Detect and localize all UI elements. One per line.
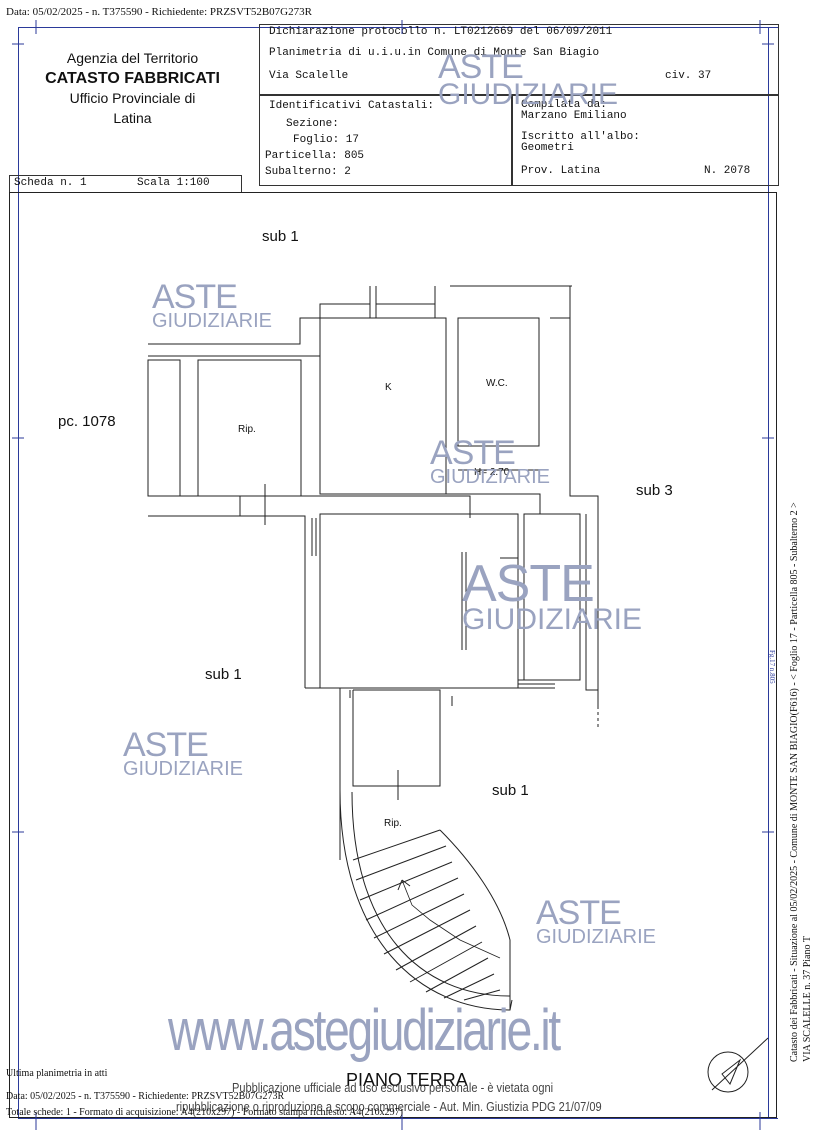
compilata-name: Marzano Emiliano: [521, 110, 627, 122]
scheda-scala: Scala 1:100: [137, 177, 210, 189]
compilata-prov: Prov. Latina: [521, 165, 601, 177]
label-pc: pc. 1078: [58, 413, 116, 430]
watermark-2: ASTE GIUDIZIARIE: [152, 278, 273, 332]
compilata-title: Compilata da:: [521, 99, 607, 111]
ident-sezione: Sezione:: [286, 118, 339, 130]
watermark-1: ASTE GIUDIZIARIE: [438, 48, 619, 111]
footer-ultima: Ultima planimetria in atti: [6, 1068, 108, 1079]
identificativi-box: [259, 94, 513, 186]
wm-aste-5: ASTE: [123, 726, 209, 764]
compass-icon: [707, 1037, 769, 1093]
watermark-3: ASTE GIUDIZIARIE: [430, 434, 551, 488]
agency-block: Agenzia del Territorio CATASTO FABBRICAT…: [30, 50, 235, 126]
label-k: K: [385, 382, 392, 393]
footer-totale: Totale schede: 1 - Formato di acquisizio…: [6, 1107, 403, 1118]
label-sub1-top: sub 1: [262, 228, 299, 245]
wm-giud-1: GIUDIZIARIE: [438, 78, 619, 111]
agency-line1: Agenzia del Territorio: [66, 50, 199, 66]
wm-aste-3: ASTE: [430, 434, 516, 472]
agency-line2: CATASTO FABBRICATI: [45, 70, 220, 87]
protocol-line1: Dichiarazione protocollo n. LT0212669 de…: [269, 26, 613, 38]
frame-top: [18, 27, 778, 28]
pub-notice-2: ripubblicazione o riproduzione a scopo c…: [176, 1099, 602, 1114]
agency-line4: Latina: [113, 110, 152, 126]
label-sub1-right: sub 1: [492, 782, 529, 799]
label-wc: W.C.: [486, 378, 508, 389]
wm-giud-2: GIUDIZIARIE: [152, 310, 273, 332]
footer-data: Data: 05/02/2025 - n. T375590 - Richiede…: [6, 1091, 285, 1102]
ident-title: Identificativi Catastali:: [269, 100, 435, 112]
protocol-line2: Planimetria di u.i.u.in Comune di Monte …: [269, 47, 600, 59]
label-sub1-mid: sub 1: [205, 666, 242, 683]
label-height: H= 2.70: [474, 467, 510, 478]
agency-line3: Ufficio Provinciale di: [69, 90, 196, 106]
label-rip1: Rip.: [238, 424, 256, 435]
compilata-box: [511, 94, 779, 186]
wm-giud-3: GIUDIZIARIE: [430, 466, 551, 488]
label-piano-terra: PIANO TERRA: [346, 1070, 468, 1090]
scheda-label: Scheda n. 1: [14, 177, 87, 189]
compilata-iscritto: Iscritto all'albo:: [521, 131, 640, 143]
compilata-num: N. 2078: [704, 165, 751, 177]
wm-giud-5: GIUDIZIARIE: [123, 758, 244, 780]
pub-notice-1: Pubblicazione ufficiale ad uso esclusivo…: [232, 1080, 554, 1095]
protocol-address: Via Scalelle: [269, 70, 349, 82]
ident-foglio: Foglio: 17: [293, 134, 360, 146]
label-sub3: sub 3: [636, 482, 673, 499]
watermark-6: ASTE GIUDIZIARIE: [536, 894, 657, 948]
wm-aste-2: ASTE: [152, 278, 238, 316]
side-text-small: Fg.17 n.805: [768, 650, 776, 684]
top-header: Data: 05/02/2025 - n. T375590 - Richiede…: [6, 6, 312, 18]
wm-giud-6: GIUDIZIARIE: [536, 926, 657, 948]
ident-subalterno: Subalterno: 2: [265, 166, 351, 178]
wm-aste-4: ASTE: [462, 555, 595, 613]
protocol-civ: civ. 37: [665, 70, 712, 82]
watermark-5: ASTE GIUDIZIARIE: [123, 726, 244, 780]
wm-aste-1: ASTE: [438, 48, 524, 86]
ident-particella: Particella: 805: [265, 150, 365, 162]
wm-giud-4: GIUDIZIARIE: [462, 603, 643, 636]
protocol-box: [259, 24, 779, 96]
label-rip2: Rip.: [384, 818, 402, 829]
frame-bottom: [18, 1118, 778, 1119]
watermark-4: ASTE GIUDIZIARIE: [462, 555, 643, 636]
frame-left: [18, 27, 19, 1119]
frame-right: [768, 27, 769, 1119]
wm-aste-6: ASTE: [536, 894, 622, 932]
drawing-frame: [9, 192, 777, 1118]
compilata-albo: Geometri: [521, 142, 574, 154]
watermark-url: www.astegiudiziarie.it: [168, 998, 561, 1063]
side-text-2: VIA SCALELLE n. 37 Piano T: [802, 936, 813, 1062]
side-text-1: Catasto dei Fabbricati - Situazione al 0…: [789, 502, 800, 1062]
